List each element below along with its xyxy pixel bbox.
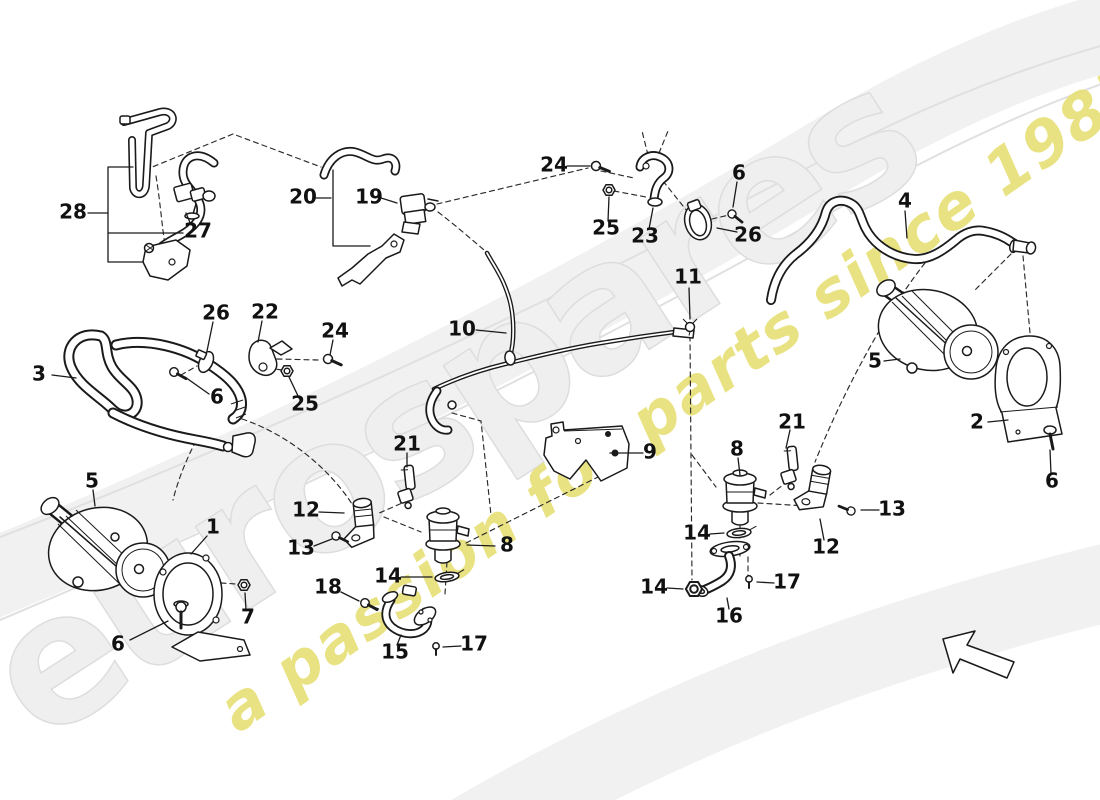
part-13-screw-right bbox=[836, 503, 857, 517]
part-23-bracket bbox=[640, 156, 669, 207]
part-callout-21[interactable]: 21 bbox=[393, 432, 421, 456]
part-5-air-pump-right bbox=[876, 279, 999, 380]
part-callout-21[interactable]: 21 bbox=[778, 410, 806, 434]
part-callout-4[interactable]: 4 bbox=[898, 189, 912, 213]
part-6-screw-bracket1 bbox=[173, 600, 189, 630]
part-26-clamp-hose3 bbox=[195, 349, 215, 374]
part-callout-10[interactable]: 10 bbox=[448, 317, 476, 341]
part-6-screw-bracket2 bbox=[1043, 425, 1057, 451]
part-callout-17[interactable]: 17 bbox=[773, 570, 801, 594]
part-callout-19[interactable]: 19 bbox=[355, 185, 383, 209]
part-callout-28[interactable]: 28 bbox=[59, 200, 87, 224]
part-callout-20[interactable]: 20 bbox=[289, 185, 317, 209]
part-22-bracket bbox=[248, 339, 293, 377]
part-20-bracket bbox=[337, 233, 405, 287]
part-callout-14[interactable]: 14 bbox=[683, 521, 711, 545]
part-callout-7[interactable]: 7 bbox=[241, 605, 255, 629]
part-callout-9[interactable]: 9 bbox=[643, 440, 657, 464]
part-callout-1[interactable]: 1 bbox=[206, 515, 220, 539]
part-8-valve-right bbox=[722, 469, 767, 526]
part-3-hose bbox=[69, 335, 256, 458]
part-callout-26[interactable]: 26 bbox=[734, 223, 762, 247]
alignment-dashed-lines bbox=[144, 130, 1031, 614]
part-callout-11[interactable]: 11 bbox=[674, 265, 702, 289]
part-callout-25[interactable]: 25 bbox=[291, 392, 319, 416]
part-callout-23[interactable]: 23 bbox=[631, 224, 659, 248]
part-callout-12[interactable]: 12 bbox=[292, 498, 320, 522]
part-callout-13[interactable]: 13 bbox=[878, 497, 906, 521]
part-callout-17[interactable]: 17 bbox=[460, 632, 488, 656]
part-callout-3[interactable]: 3 bbox=[32, 362, 46, 386]
part-callout-14[interactable]: 14 bbox=[640, 575, 668, 599]
part-callout-24[interactable]: 24 bbox=[540, 153, 568, 177]
part-callout-12[interactable]: 12 bbox=[812, 535, 840, 559]
part-25-nut-hose3 bbox=[280, 365, 294, 377]
part-2-bracket bbox=[994, 335, 1063, 443]
part-callout-22[interactable]: 22 bbox=[251, 300, 279, 324]
part-17-bolt-right bbox=[744, 574, 754, 589]
part-12-connector-right bbox=[791, 460, 833, 515]
part-1-bracket bbox=[153, 552, 251, 662]
part-callout-13[interactable]: 13 bbox=[287, 536, 315, 560]
part-27-valve bbox=[173, 182, 216, 220]
part-21-sensor-right bbox=[772, 443, 809, 492]
part-callout-5[interactable]: 5 bbox=[85, 469, 99, 493]
part-14-gasket-right bbox=[725, 525, 759, 540]
part-7-nut bbox=[237, 579, 251, 591]
part-callout-6[interactable]: 6 bbox=[210, 385, 224, 409]
part-25-nut bbox=[602, 184, 616, 196]
part-28-holder-pipe bbox=[119, 112, 173, 195]
part-callout-8[interactable]: 8 bbox=[500, 533, 514, 557]
part-callout-5[interactable]: 5 bbox=[868, 349, 882, 373]
part-callout-6[interactable]: 6 bbox=[1045, 469, 1059, 493]
part-15-pipe bbox=[381, 584, 437, 634]
part-4-hose bbox=[771, 201, 1037, 300]
part-20-hose bbox=[324, 151, 396, 175]
part-28-bottom-bracket bbox=[142, 239, 191, 281]
part-26-clamp bbox=[683, 199, 713, 241]
part-callout-8[interactable]: 8 bbox=[730, 437, 744, 461]
part-callout-27[interactable]: 27 bbox=[184, 219, 212, 243]
callout-leader-lines bbox=[51, 165, 1052, 648]
part-callout-24[interactable]: 24 bbox=[321, 319, 349, 343]
part-5-air-pump-left bbox=[40, 496, 171, 598]
part-17-bolt-left bbox=[431, 641, 441, 656]
part-11-clip bbox=[682, 318, 698, 336]
part-callout-15[interactable]: 15 bbox=[381, 640, 409, 664]
direction-arrow-icon bbox=[942, 630, 1015, 679]
part-callout-25[interactable]: 25 bbox=[592, 216, 620, 240]
part-callout-16[interactable]: 16 bbox=[715, 604, 743, 628]
part-14-nut bbox=[684, 580, 704, 598]
part-callout-18[interactable]: 18 bbox=[314, 575, 342, 599]
part-9-heat-shield bbox=[543, 421, 630, 482]
part-19-valve bbox=[399, 193, 439, 235]
part-callout-26[interactable]: 26 bbox=[202, 301, 230, 325]
part-callout-2[interactable]: 2 bbox=[970, 410, 984, 434]
part-callout-6[interactable]: 6 bbox=[111, 632, 125, 656]
part-callout-14[interactable]: 14 bbox=[374, 564, 402, 588]
part-callout-6[interactable]: 6 bbox=[732, 161, 746, 185]
